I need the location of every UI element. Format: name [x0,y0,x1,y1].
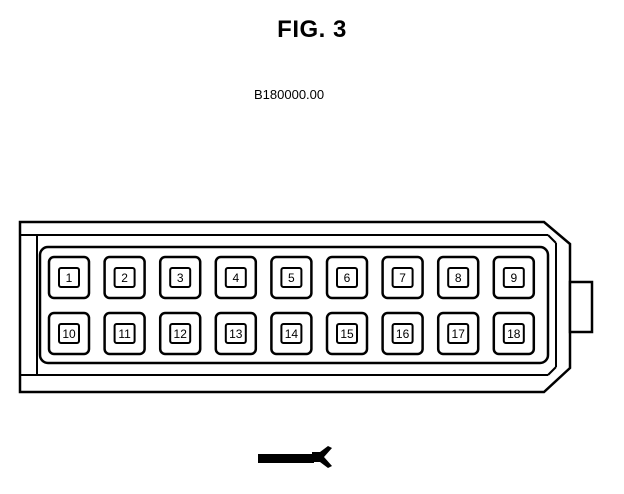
figure-title: FIG. 3 [277,16,347,43]
pin-terminal [58,267,80,288]
pin-12: 12 [158,311,202,356]
pin-terminal [113,323,136,344]
pin-terminal [280,323,303,344]
pin-terminal [280,267,303,288]
pin-10: 10 [47,311,91,356]
pin-terminal [391,323,414,344]
pin-14: 14 [270,311,313,356]
pin-number: 7 [399,271,406,285]
pin-number: 17 [452,327,466,341]
pin-17: 17 [436,311,480,356]
pin-number: 8 [455,271,462,285]
pin-terminal [502,323,525,344]
pin-terminal [58,323,80,344]
pin-terminal [224,267,247,288]
pin-number: 2 [121,271,128,285]
pin-1: 1 [47,255,91,300]
pin-16: 16 [381,311,424,356]
pin-number: 11 [118,327,131,341]
pin-terminal [224,323,247,344]
pin-number: 5 [288,271,295,285]
pin-number: 1 [66,271,73,285]
pin-terminal [336,267,358,288]
connector-probe-icon [258,446,332,468]
pin-5: 5 [270,255,313,300]
pin-number: 4 [232,271,239,285]
pin-6: 6 [325,255,369,300]
pin-8: 8 [436,255,480,300]
pin-11: 11 [103,311,146,356]
pin-terminal [336,323,358,344]
pin-number: 3 [177,271,184,285]
pin-number: 15 [340,327,354,341]
pin-terminal [169,267,192,288]
pin-number: 9 [510,271,517,285]
pin-number: 12 [174,327,188,341]
pin-terminal [169,323,192,344]
pin-number: 13 [229,327,243,341]
pin-terminal [113,267,136,288]
pin-7: 7 [381,255,424,300]
pin-number: 10 [62,327,76,341]
part-number: B180000.00 [254,87,325,102]
pin-terminal [391,267,414,288]
pin-18: 18 [492,311,536,356]
pin-9: 9 [492,255,536,300]
pin-3: 3 [158,255,202,300]
pin-15: 15 [325,311,369,356]
pin-number: 16 [396,327,410,341]
pin-terminal [502,267,525,288]
pin-number: 14 [285,327,299,341]
pin-terminal [447,323,470,344]
pin-number: 6 [344,271,351,285]
pin-2: 2 [103,255,146,300]
connector-latch [568,280,594,334]
pin-terminal [447,267,470,288]
pin-13: 13 [214,311,258,356]
pin-number: 18 [507,327,521,341]
pin-4: 4 [214,255,258,300]
